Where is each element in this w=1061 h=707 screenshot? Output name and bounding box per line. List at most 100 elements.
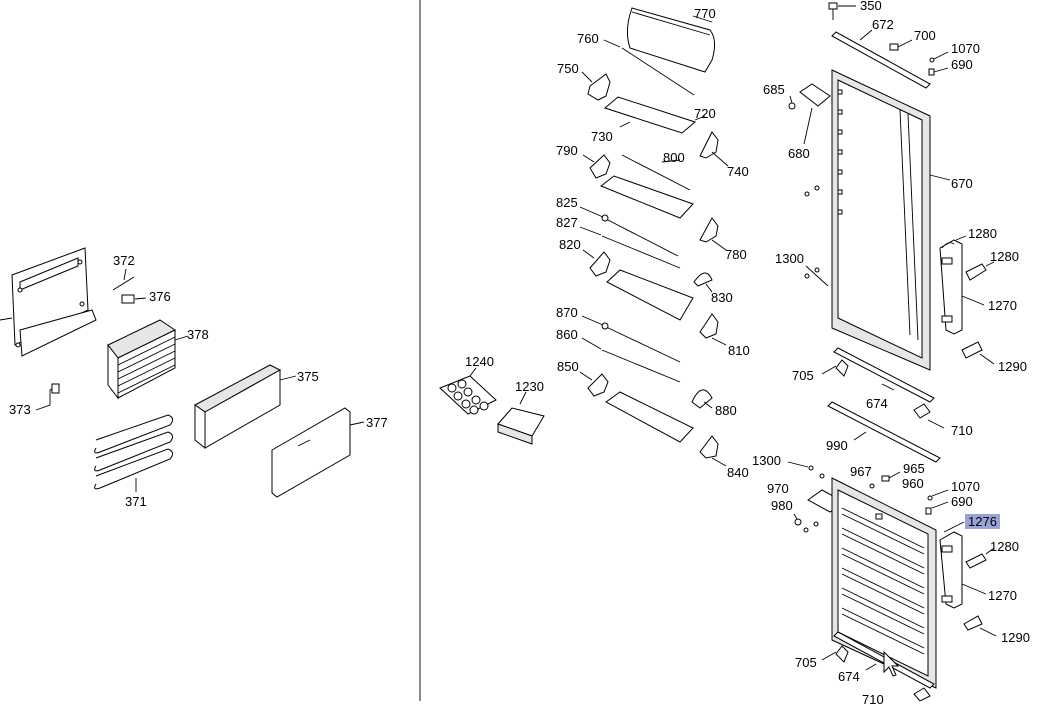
part-label-760[interactable]: 760 — [577, 31, 599, 46]
part-label-720[interactable]: 720 — [694, 106, 716, 121]
part-680-685-bracket — [788, 83, 831, 145]
part-label-373[interactable]: 373 — [9, 402, 31, 417]
part-674-705-710-upper-hinge — [821, 347, 945, 429]
part-label-710-upper[interactable]: 710 — [951, 423, 973, 438]
part-825-rod — [579, 206, 679, 257]
part-1280-lower-cap — [965, 547, 995, 569]
part-label-880[interactable]: 880 — [715, 403, 737, 418]
part-label-1280-upper-a[interactable]: 1280 — [968, 226, 997, 241]
part-720-shelf — [603, 96, 706, 134]
part-label-770[interactable]: 770 — [694, 6, 716, 21]
part-label-990[interactable]: 990 — [826, 438, 848, 453]
part-label-690-upper[interactable]: 690 — [951, 57, 973, 72]
part-label-965[interactable]: 965 — [903, 461, 925, 476]
part-700-pad — [889, 39, 913, 51]
part-label-1280-lower[interactable]: 1280 — [990, 539, 1019, 554]
part-label-377[interactable]: 377 — [366, 415, 388, 430]
part-shelf-2 — [600, 175, 694, 219]
part-label-674-lower[interactable]: 674 — [838, 669, 860, 684]
part-label-780[interactable]: 780 — [725, 247, 747, 262]
part-label-970[interactable]: 970 — [767, 481, 789, 496]
part-label-378[interactable]: 378 — [187, 327, 209, 342]
part-label-960[interactable]: 960 — [902, 476, 924, 491]
part-label-372[interactable]: 372 — [113, 253, 135, 268]
part-label-800[interactable]: 800 — [663, 150, 685, 165]
part-label-674-upper[interactable]: 674 — [866, 396, 888, 411]
part-label-740[interactable]: 740 — [727, 164, 749, 179]
part-label-371[interactable]: 371 — [125, 494, 147, 509]
part-label-840[interactable]: 840 — [727, 465, 749, 480]
part-372-rod — [112, 268, 135, 291]
part-810-bracket — [699, 313, 727, 346]
part-350-screw — [828, 2, 856, 20]
part-evaporator-plate — [0, 247, 97, 357]
part-label-1230[interactable]: 1230 — [515, 379, 544, 394]
part-shelf-3 — [606, 269, 694, 321]
part-label-680[interactable]: 680 — [788, 146, 810, 161]
part-label-670[interactable]: 670 — [951, 176, 973, 191]
part-label-1300-lower[interactable]: 1300 — [752, 453, 781, 468]
part-label-705-lower[interactable]: 705 — [795, 655, 817, 670]
part-373-tube — [35, 383, 60, 411]
part-672-hinge — [831, 29, 931, 89]
part-label-1280-upper-b[interactable]: 1280 — [990, 249, 1019, 264]
part-840-bracket — [699, 435, 727, 467]
part-label-820[interactable]: 820 — [559, 237, 581, 252]
part-376-clip — [121, 294, 147, 304]
part-label-376[interactable]: 376 — [149, 289, 171, 304]
part-870-rod — [581, 315, 681, 363]
part-label-1290-lower[interactable]: 1290 — [1001, 630, 1030, 645]
part-1270-upper-handle — [939, 235, 985, 335]
part-1070-washer — [929, 51, 949, 63]
part-label-350[interactable]: 350 — [860, 0, 882, 13]
part-label-810[interactable]: 810 — [728, 343, 750, 358]
part-990-strip — [827, 401, 941, 463]
part-1240-egg-tray — [439, 367, 497, 415]
part-label-860[interactable]: 860 — [556, 327, 578, 342]
part-label-850[interactable]: 850 — [557, 359, 579, 374]
part-label-705-upper[interactable]: 705 — [792, 368, 814, 383]
part-label-1070-upper[interactable]: 1070 — [951, 41, 980, 56]
part-label-730[interactable]: 730 — [591, 129, 613, 144]
part-860-rod — [581, 337, 681, 383]
lower-door-top-parts — [787, 461, 949, 515]
part-1230-box — [497, 391, 545, 445]
part-690-bushing — [928, 67, 949, 76]
part-label-870[interactable]: 870 — [556, 305, 578, 320]
part-label-710-lower[interactable]: 710 — [862, 692, 884, 707]
part-850-bracket — [579, 371, 609, 397]
upper-door-screws — [804, 185, 829, 287]
part-770-crisper — [626, 7, 716, 73]
part-1280-upper-cap — [965, 261, 995, 281]
part-827-rod — [579, 226, 681, 269]
part-label-1290-upper[interactable]: 1290 — [998, 359, 1027, 374]
part-740-bracket — [699, 131, 729, 167]
part-label-967[interactable]: 967 — [850, 464, 872, 479]
part-label-1276-highlighted[interactable]: 1276 — [965, 514, 1000, 529]
part-label-375[interactable]: 375 — [297, 369, 319, 384]
part-label-750[interactable]: 750 — [557, 61, 579, 76]
part-880-hook — [691, 389, 713, 409]
part-label-700[interactable]: 700 — [914, 28, 936, 43]
part-label-1300-upper[interactable]: 1300 — [775, 251, 804, 266]
part-label-690-lower[interactable]: 690 — [951, 494, 973, 509]
part-label-685[interactable]: 685 — [763, 82, 785, 97]
part-790-bracket — [582, 154, 611, 179]
part-label-1070-lower[interactable]: 1070 — [951, 479, 980, 494]
part-label-980[interactable]: 980 — [771, 498, 793, 513]
part-label-672[interactable]: 672 — [872, 17, 894, 32]
part-800-rod — [621, 154, 691, 191]
part-378-condenser — [107, 319, 189, 400]
part-371-coils — [94, 414, 174, 492]
part-label-1240[interactable]: 1240 — [465, 354, 494, 369]
part-1290-upper-cap — [961, 341, 995, 365]
part-label-1270-upper[interactable]: 1270 — [988, 298, 1017, 313]
part-label-825[interactable]: 825 — [556, 195, 578, 210]
part-label-790[interactable]: 790 — [556, 143, 578, 158]
part-label-1270-lower[interactable]: 1270 — [988, 588, 1017, 603]
part-1290-lower-cap — [963, 615, 997, 637]
part-label-830[interactable]: 830 — [711, 290, 733, 305]
part-label-827[interactable]: 827 — [556, 215, 578, 230]
